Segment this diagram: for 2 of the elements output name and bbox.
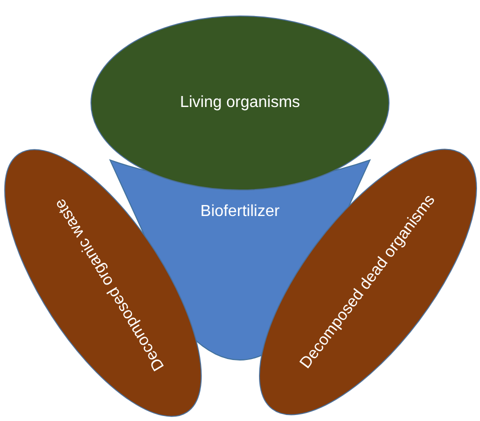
node-label: Biofertilizer xyxy=(200,203,280,221)
node-label: Living organisms xyxy=(180,94,300,112)
